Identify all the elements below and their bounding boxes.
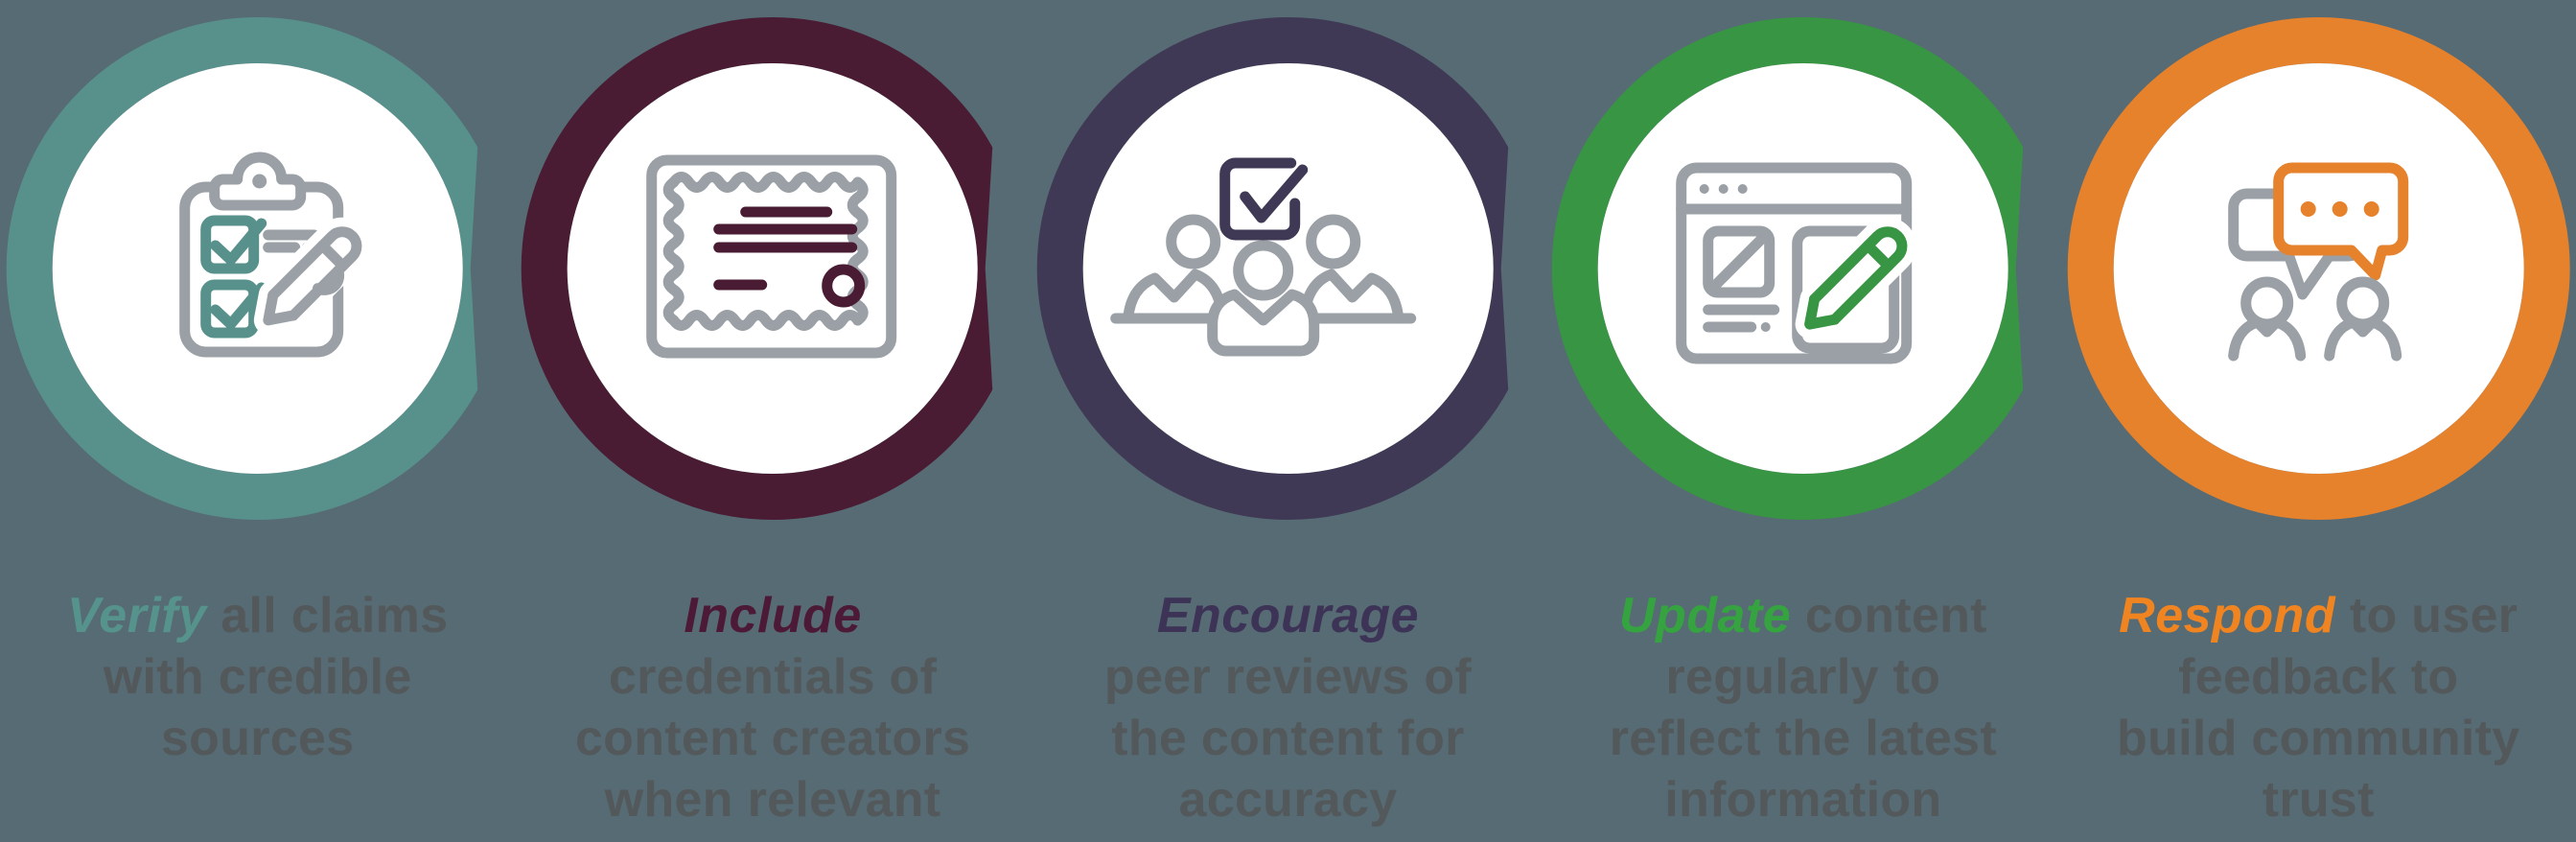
infographic-step: Include credentials of content creators wh…: [515, 0, 1031, 830]
caption-line: the content for: [1111, 711, 1465, 766]
caption-line: trust: [2262, 772, 2375, 828]
caption-line: build community: [2117, 711, 2520, 766]
caption-accent-word: Include: [684, 588, 862, 643]
peer-review-group-icon: [1109, 157, 1416, 357]
chat-feedback-icon: [2227, 162, 2408, 362]
caption-line: accuracy: [1178, 772, 1398, 828]
certificate-icon: [646, 154, 897, 359]
step-caption: Verify all claims with credible sources: [67, 585, 449, 769]
caption-line: Verify all claims: [67, 585, 449, 646]
step-disc: [568, 63, 979, 474]
caption-line: when relevant: [604, 772, 941, 828]
step-disc: [1597, 63, 2008, 474]
step-caption: Update content regularly to reflect the l…: [1610, 585, 1997, 830]
clipboard-checklist-icon: [179, 152, 371, 358]
ring-notch: [470, 0, 516, 537]
caption-line: content creators: [574, 711, 971, 766]
step-caption: Encourage peer reviews of the content for…: [1104, 585, 1472, 830]
caption-first-line-rest: to user: [2335, 588, 2518, 643]
step-badge: [1036, 0, 1546, 537]
infographic-step: Verify all claims with credible sources: [0, 0, 516, 830]
caption-line: Respond to user: [2117, 585, 2520, 646]
caption-line: information: [1664, 772, 1942, 828]
caption-accent-word: Respond: [2119, 588, 2336, 643]
ring-notch: [1500, 0, 1546, 537]
step-badge: [6, 0, 516, 537]
caption-line: sources: [160, 711, 355, 766]
caption-line: regularly to: [1665, 649, 1941, 705]
step-badge: [1551, 0, 2061, 537]
infographic-step: Encourage peer reviews of the content for…: [1031, 0, 1546, 830]
caption-line: credentials of: [608, 649, 938, 705]
caption-line: with credible: [103, 649, 412, 705]
caption-line: Update content: [1610, 585, 1997, 646]
caption-accent-word: Update: [1618, 588, 1792, 643]
ring-notch: [2015, 0, 2061, 537]
caption-line: peer reviews of: [1103, 649, 1473, 705]
caption-line: Include: [575, 585, 970, 646]
caption-first-line-rest: all claims: [206, 588, 449, 643]
step-caption: Include credentials of content creators wh…: [575, 585, 970, 830]
step-caption: Respond to user feedback to build communi…: [2117, 585, 2520, 830]
caption-line: Encourage: [1104, 585, 1472, 646]
caption-accent-word: Verify: [66, 588, 207, 643]
infographic-step: Update content regularly to reflect the l…: [1545, 0, 2061, 830]
step-ring: [2067, 17, 2570, 520]
caption-line: reflect the latest: [1609, 711, 1997, 766]
browser-edit-icon: [1676, 162, 1917, 364]
step-disc: [52, 63, 463, 474]
ring-notch: [986, 0, 1031, 537]
caption-line: feedback to: [2178, 649, 2459, 705]
step-badge: [2067, 17, 2570, 520]
step-badge: [522, 0, 1031, 537]
caption-first-line-rest: content: [1791, 588, 1987, 643]
infographic-step: Respond to user feedback to build communi…: [2061, 0, 2576, 830]
caption-accent-word: Encourage: [1156, 588, 1420, 643]
